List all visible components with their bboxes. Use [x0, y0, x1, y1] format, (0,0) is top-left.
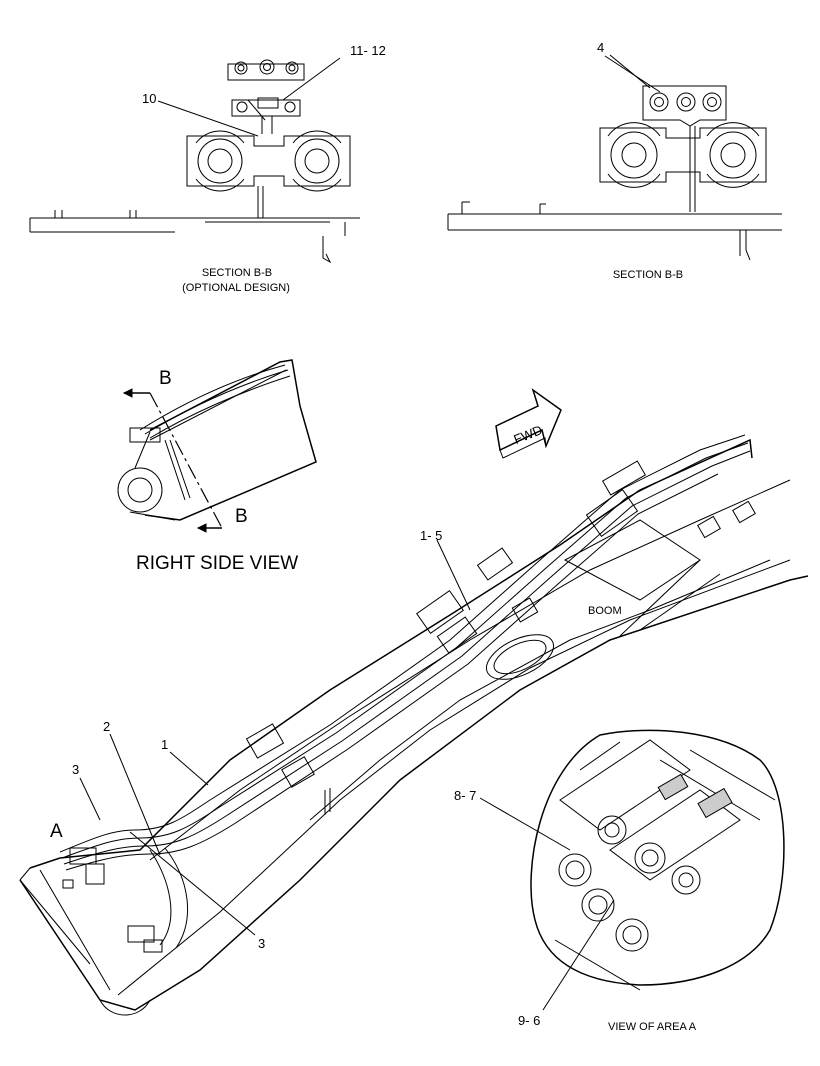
area-a-label: A	[50, 821, 63, 842]
section-mark-b-top: B	[159, 368, 172, 389]
callout-3-upper: 3	[72, 762, 79, 777]
right-side-view-drawing	[117, 359, 317, 533]
view-of-area-a-caption: VIEW OF AREA A	[608, 1021, 697, 1033]
callout-1-5: 1- 5	[420, 528, 442, 543]
section-right-drawing	[447, 55, 782, 261]
leader-lines	[79, 54, 651, 1011]
section-left-drawing	[29, 59, 360, 264]
callout-3-lower: 3	[258, 936, 265, 951]
callout-10: 10	[142, 91, 156, 106]
section-left-caption-line1: SECTION B-B	[202, 267, 272, 279]
callout-1: 1	[161, 737, 168, 752]
boom-drawing	[19, 434, 809, 1016]
callout-11-12: 11- 12	[350, 43, 386, 58]
right-side-view-title: RIGHT SIDE VIEW	[136, 553, 298, 574]
section-left-caption-line2: (OPTIONAL DESIGN)	[182, 282, 290, 294]
callout-4: 4	[597, 40, 604, 55]
callout-8-7: 8- 7	[454, 788, 476, 803]
fwd-label: FWD	[511, 422, 544, 447]
boom-label: BOOM	[588, 605, 622, 617]
forward-arrow-icon	[495, 388, 562, 459]
view-of-area-a-drawing	[530, 729, 785, 991]
callout-2: 2	[103, 719, 110, 734]
section-mark-b-bottom: B	[235, 506, 248, 527]
callout-9-6: 9- 6	[518, 1013, 540, 1028]
section-right-caption: SECTION B-B	[613, 269, 683, 281]
